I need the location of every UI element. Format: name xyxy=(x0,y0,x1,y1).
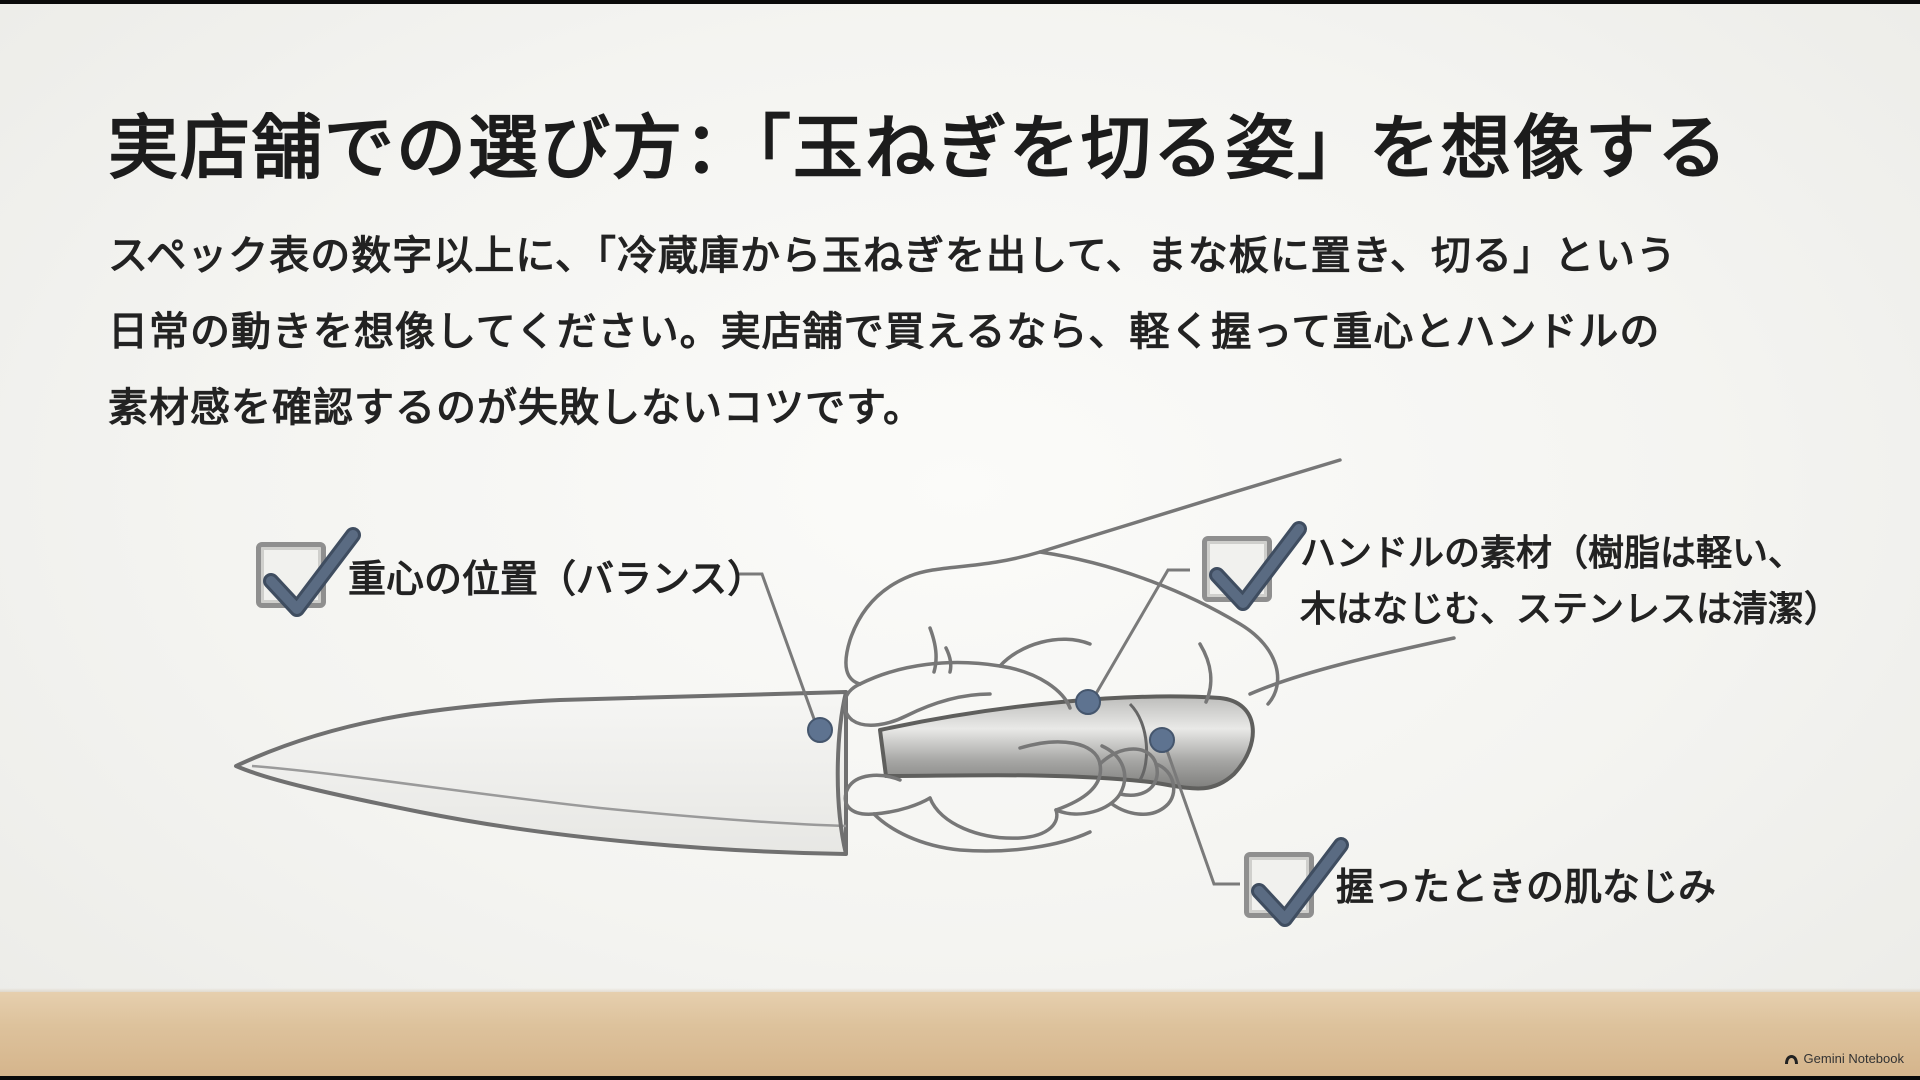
body-line: スペック表の数字以上に、「冷蔵庫から玉ねぎを出して、まな板に置き、切る」という xyxy=(108,233,1677,279)
callout-dot-icon xyxy=(807,717,833,743)
checkmark-icon xyxy=(1209,521,1307,611)
checkbox-checked-icon xyxy=(1202,521,1307,611)
body-line: 日常の動きを想像してください。実店舗で買えるなら、軽く握って重心とハンドルの xyxy=(108,309,1661,355)
callout-dots xyxy=(807,689,1175,753)
checkmark-icon xyxy=(1251,837,1349,927)
floor-edge xyxy=(0,988,1920,994)
checkbox-checked-icon xyxy=(1244,837,1349,927)
callout-line-grip xyxy=(1162,741,1240,886)
watermark: Gemini Notebook xyxy=(1784,1051,1904,1066)
knife-blade xyxy=(234,690,848,856)
callout-label-handle-line2: 木はなじむ、ステンレスは清潔） xyxy=(1300,589,1841,630)
callout-label-balance: 重心の位置（バランス） xyxy=(348,557,766,601)
page-title: 実店舗での選び方：「玉ねぎを切る姿」を想像する xyxy=(108,107,1729,189)
callout-label-grip: 握ったときの肌なじみ xyxy=(1336,865,1717,909)
callout-label-handle-line1: ハンドルの素材（樹脂は軽い、 xyxy=(1300,533,1805,574)
callout-dot-icon xyxy=(1075,689,1101,715)
body-text: スペック表の数字以上に、「冷蔵庫から玉ねぎを出して、まな板に置き、切る」という … xyxy=(108,218,1828,446)
callout-lines xyxy=(738,568,1240,886)
watermark-text: Gemini Notebook xyxy=(1803,1051,1904,1066)
callout-dot-icon xyxy=(1149,727,1175,753)
checkmark-icon xyxy=(263,527,361,617)
gemini-logo-icon xyxy=(1784,1054,1798,1064)
callout-line-balance xyxy=(738,572,820,731)
callout-line-handle xyxy=(1088,568,1190,705)
slide: 実店舗での選び方：「玉ねぎを切る姿」を想像する スペック表の数字以上に、「冷蔵庫… xyxy=(0,4,1920,1076)
knife-hand-illustration xyxy=(234,458,1456,886)
body-line: 素材感を確認するのが失敗しないコツです。 xyxy=(108,385,924,431)
checkbox-checked-icon xyxy=(256,527,361,617)
hand-outline xyxy=(842,458,1456,853)
wooden-floor xyxy=(0,992,1920,1076)
